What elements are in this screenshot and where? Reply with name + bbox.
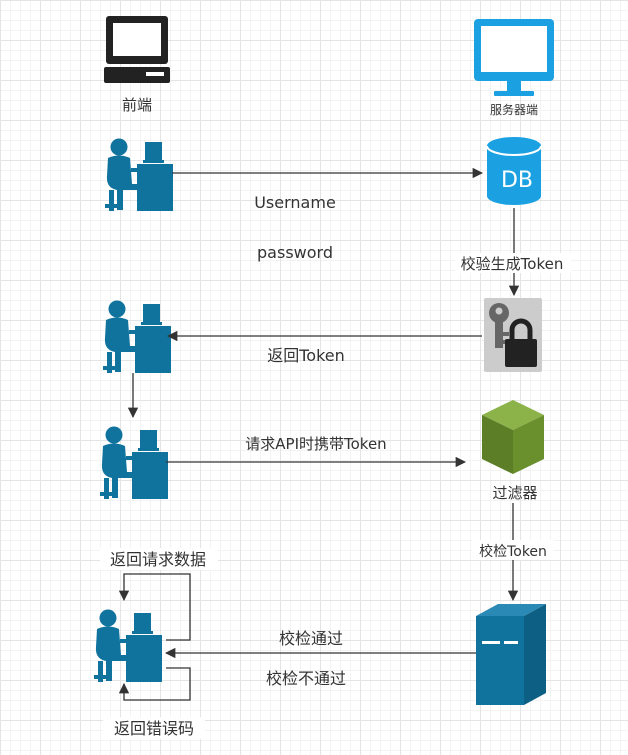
label-return-token: 返回Token <box>267 346 345 365</box>
user-icon-token <box>103 300 171 373</box>
server-label: 服务器端 <box>490 102 538 117</box>
user-icon-request <box>100 426 168 499</box>
edge-return-error <box>118 667 191 701</box>
label-request-api: 请求API时携带Token <box>245 435 386 453</box>
label-check-token: 校检Token <box>479 543 547 560</box>
user-icon-login <box>105 138 173 211</box>
label-return-error: 返回错误码 <box>114 719 194 738</box>
user-icon-result <box>94 609 162 682</box>
label-return-data: 返回请求数据 <box>110 550 206 569</box>
frontend-label: 前端 <box>122 96 152 114</box>
key-lock-icon <box>484 298 542 372</box>
frontend-computer-icon <box>104 16 170 83</box>
server-rack-icon <box>476 604 546 705</box>
server-monitor-icon <box>474 19 554 96</box>
label-verify-generate: 校验生成Token <box>461 255 564 273</box>
label-check-pass: 校检通过 <box>279 629 343 648</box>
edge-return-data <box>118 573 191 641</box>
filter-cube-icon <box>482 400 544 474</box>
filter-label: 过滤器 <box>492 484 537 502</box>
label-check-fail: 校检不通过 <box>266 669 346 688</box>
db-text: DB <box>501 168 533 193</box>
db-cylinder-icon <box>486 137 542 205</box>
label-password: password <box>257 243 333 262</box>
label-username: Username <box>254 193 336 212</box>
